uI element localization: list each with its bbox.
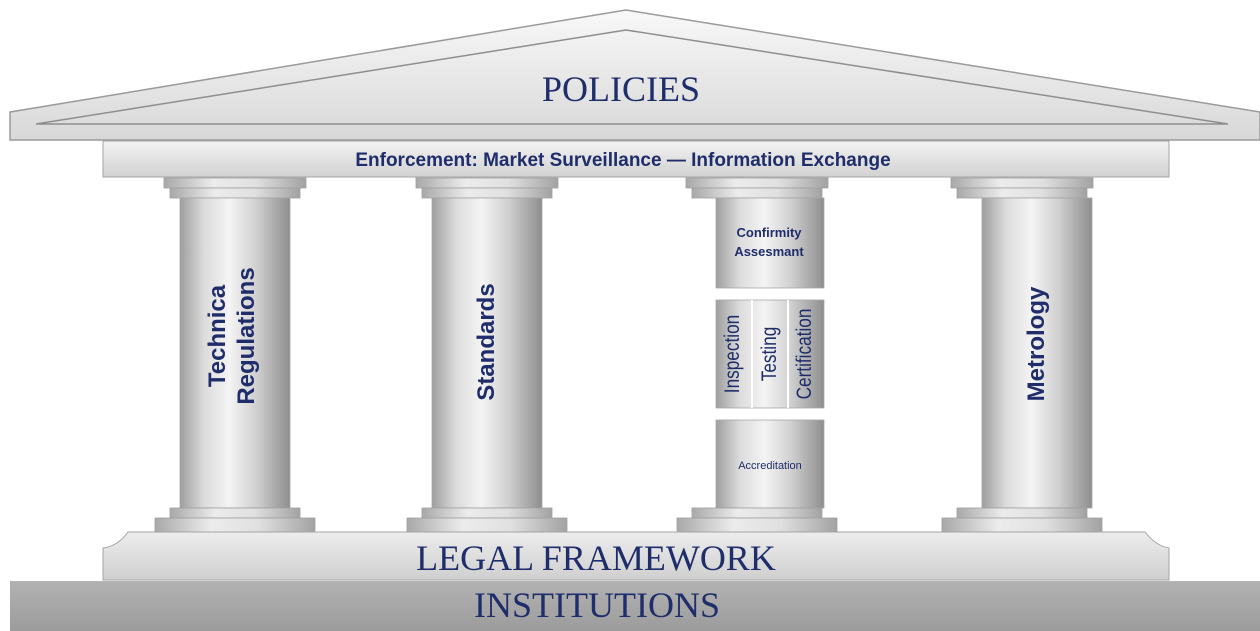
- legal-framework-label: LEGAL FRAMEWORK: [416, 538, 776, 578]
- pillar-technical-line1: Technica: [204, 284, 231, 387]
- roof-pediment: [9, 9, 1260, 141]
- conformity-top-block: [715, 197, 825, 289]
- entablature-label: Enforcement: Market Surveillance — Infor…: [355, 150, 890, 171]
- conformity-accreditation-label: Accreditation: [738, 460, 802, 472]
- pillar-standards-label: Standards: [473, 283, 500, 400]
- pillar-metrology-label: Metrology: [1023, 286, 1050, 401]
- pillar-standards: [406, 177, 568, 533]
- podium-legal-framework: [102, 531, 1170, 581]
- pillar-metrology: [941, 177, 1103, 533]
- conformity-top-line2: Assesmant: [734, 244, 804, 259]
- roof-title: POLICIES: [542, 69, 700, 109]
- conformity-bottom-block: [715, 419, 825, 509]
- conformity-testing-label: Testing: [759, 327, 782, 382]
- conformity-inspection-label: Inspection: [722, 315, 745, 393]
- entablature-beam: [102, 140, 1170, 178]
- foundation-institutions: [10, 581, 1260, 631]
- institutions-label: INSTITUTIONS: [474, 585, 720, 625]
- conformity-middle-block: [715, 299, 825, 409]
- conformity-top-line1: Confirmity: [737, 225, 803, 240]
- pillar-conformity: [676, 177, 838, 533]
- pillar-technical-regulations: [154, 177, 316, 533]
- pillar-technical-line2: Regulations: [233, 267, 260, 404]
- conformity-certification-label: Certification: [794, 309, 817, 400]
